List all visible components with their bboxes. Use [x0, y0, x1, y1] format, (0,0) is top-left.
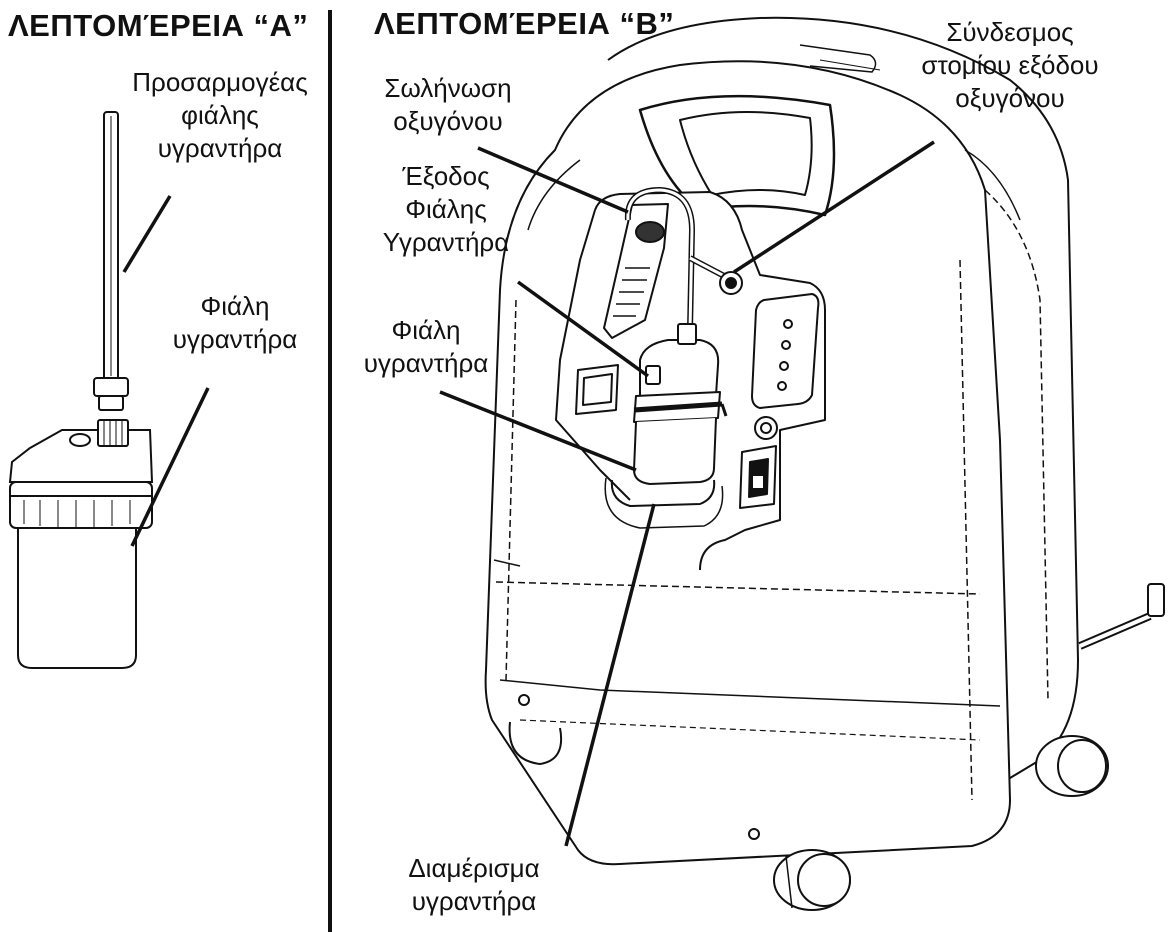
label-line: Έξοδος — [402, 161, 490, 191]
detail-a-header: ΛΕΠΤΟΜΈΡΕΙΑ “A” — [8, 8, 309, 43]
label-line: στομίου εξόδου — [921, 50, 1099, 80]
detail-b-header: ΛΕΠΤΟΜΈΡΕΙΑ “B” — [374, 6, 675, 41]
label-line: οξυγόνου — [393, 106, 503, 136]
label-humidifier-bottle-adapter: Προσαρμογέας φιάλης υγραντήρα — [104, 66, 336, 165]
label-oxygen-tubing: Σωλήνωση οξυγόνου — [348, 72, 548, 138]
leader-lines — [122, 140, 935, 847]
label-humidifier-bottle-a: Φιάλη υγραντήρα — [150, 290, 320, 356]
label-line: Φιάλης — [405, 194, 487, 224]
label-line: υγραντήρα — [363, 348, 489, 378]
oxygen-concentrator-drawing — [484, 16, 1165, 911]
leader-line-humidifier-compartment — [564, 503, 656, 847]
label-line: Προσαρμογέας — [132, 67, 308, 97]
leader-line-oxygen-outlet-port — [733, 140, 935, 274]
label-line: Φιάλη — [200, 291, 270, 321]
label-line: υγραντήρα — [157, 133, 283, 163]
label-line: Σωλήνωση — [384, 73, 512, 103]
leader-line-bottle-outlet — [516, 280, 650, 378]
leader-line-humidifier-bottle-b — [439, 390, 637, 472]
label-line: οξυγόνου — [955, 83, 1065, 113]
label-humidifier-compartment: Διαμέρισμα υγραντήρα — [374, 852, 574, 918]
label-humidifier-bottle-outlet: Έξοδος Φιάλης Υγραντήρα — [346, 160, 546, 259]
humidifier-bottle-a-drawing — [8, 111, 154, 669]
label-oxygen-outlet-port-connector: Σύνδεσμος στομίου εξόδου οξυγόνου — [890, 16, 1130, 115]
leader-line-bottle-adapter — [122, 195, 172, 273]
label-line: Υγραντήρα — [382, 227, 510, 257]
label-line: Φιάλη — [391, 315, 461, 345]
label-line: φιάλης — [181, 100, 259, 130]
label-humidifier-bottle-b: Φιάλη υγραντήρα — [336, 314, 516, 380]
leader-line-oxygen-tubing — [477, 146, 629, 214]
label-line: Σύνδεσμος — [946, 17, 1074, 47]
label-line: υγραντήρα — [172, 324, 298, 354]
label-line: υγραντήρα — [411, 886, 537, 916]
label-line: Διαμέρισμα — [408, 853, 540, 883]
leader-line-humidifier-bottle-a — [130, 387, 210, 547]
